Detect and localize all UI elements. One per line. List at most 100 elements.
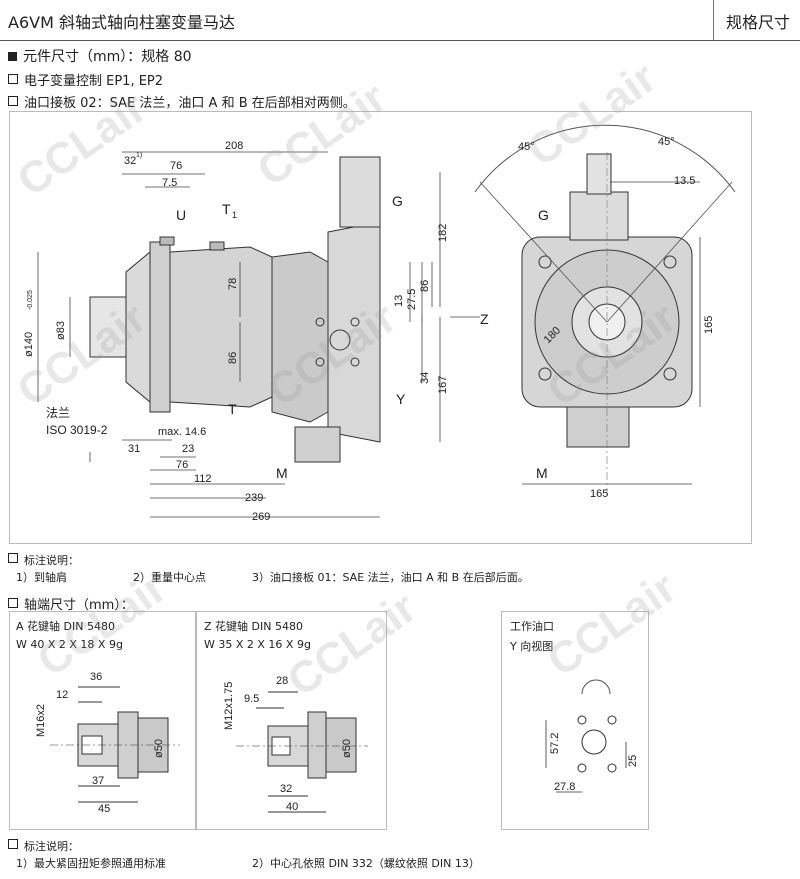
dim-32: 32 xyxy=(124,155,136,167)
header-divider xyxy=(713,0,714,40)
port-u xyxy=(159,236,175,246)
front-bolt-4 xyxy=(663,367,677,381)
port-bolt-2 xyxy=(350,357,360,367)
dim-112: 112 xyxy=(194,473,212,485)
shaft-z-dim-28: 28 xyxy=(276,675,288,687)
label-m1-side: M xyxy=(276,465,288,481)
port-plate xyxy=(327,221,381,443)
dim-83: ø83 xyxy=(55,321,67,340)
shaft-stub xyxy=(89,296,127,358)
label-g-side: G xyxy=(392,193,403,209)
dim-165-vertical: 165 xyxy=(703,316,715,334)
shaft-a-dim-37: 37 xyxy=(92,775,104,787)
dim-13: 13 xyxy=(393,295,405,307)
label-iso: ISO 3019-2 xyxy=(46,423,108,437)
line-port-plate-text: 油口接板 02：SAE 法兰，油口 A 和 B 在后部相对两侧。 xyxy=(24,96,356,111)
angle-45-left: 45° xyxy=(518,141,535,153)
front-bolt-3 xyxy=(538,367,552,381)
bullet-box xyxy=(8,74,18,84)
dim-32-sup: 1) xyxy=(136,152,142,159)
front-solenoid-top xyxy=(586,153,612,195)
label-t1: T xyxy=(222,201,231,217)
label-t1-sub: 1 xyxy=(232,210,237,220)
section-dimensions-text: 元件尺寸（mm）：规格 80 xyxy=(23,49,192,65)
housing-body xyxy=(169,246,273,408)
shaft-a-dim-45: 45 xyxy=(98,803,110,815)
front-bottom-block xyxy=(566,406,630,448)
dim-167: 167 xyxy=(437,376,449,394)
label-g-front: G xyxy=(538,207,549,223)
page-title: A6VM 斜轴式轴向柱塞变量马达 xyxy=(8,13,235,32)
dim-23: 23 xyxy=(182,443,194,455)
main-drawing-frame: 208 32 1) 76 7.5 U T 1 G 182 13 27.5 86 … xyxy=(9,111,752,544)
shaft-a-drawing: M16x2 36 12 ø50 37 45 xyxy=(35,671,180,815)
dim-27-5: 27.5 xyxy=(406,289,418,310)
shaft-z-dim-40: 40 xyxy=(286,801,298,813)
shaft-z-dim-9-5: 9.5 xyxy=(244,693,259,705)
shaft-a-spec: W 40 X 2 X 18 X 9g xyxy=(16,638,123,651)
angle-arc xyxy=(474,124,736,193)
dim-86-left: 86 xyxy=(227,352,239,364)
port-dim-27-8: 27.8 xyxy=(554,781,575,793)
port-bolt-3 xyxy=(315,317,325,327)
dim-13-5: 13.5 xyxy=(674,175,695,187)
flange-plate xyxy=(149,241,171,413)
note-1-2: 2）重量中心点 xyxy=(133,571,206,584)
note-2-1: 1）最大紧固扭矩参照通用标准 xyxy=(16,857,166,870)
port-a-circle xyxy=(329,329,351,351)
dim-269: 269 xyxy=(252,511,270,523)
dim-239: 239 xyxy=(245,492,263,504)
note-2-2: 2）中心孔依照 DIN 332（螺纹依照 DIN 13） xyxy=(252,857,480,870)
note-1-1: 1）到轴肩 xyxy=(16,571,67,584)
angle-45-right: 45° xyxy=(658,136,675,148)
dim-140-tol: -0.025 xyxy=(27,290,34,310)
shaft-z-dim-50: ø50 xyxy=(341,739,353,758)
shaft-a-dim-50: ø50 xyxy=(153,739,165,758)
bullet-filled xyxy=(8,52,17,61)
label-t2: T xyxy=(228,401,237,417)
line-control-text: 电子变量控制 EP1, EP2 xyxy=(24,74,164,89)
shaft-z-spec: W 35 X 2 X 16 X 9g xyxy=(204,638,311,651)
page-header: A6VM 斜轴式轴向柱塞变量马达 规格尺寸 xyxy=(0,0,800,41)
port-dim-25: 25 xyxy=(627,755,639,767)
dim-78: 78 xyxy=(227,278,239,290)
dim-max-14-6: max. 14.6 xyxy=(158,426,206,438)
dim-76-top: 76 xyxy=(170,160,182,172)
label-u: U xyxy=(176,207,186,223)
line-port-plate: 油口接板 02：SAE 法兰，油口 A 和 B 在后部相对两侧。 xyxy=(8,92,356,111)
bullet-box xyxy=(8,839,18,849)
front-solenoid xyxy=(569,191,629,241)
line-control: 电子变量控制 EP1, EP2 xyxy=(8,70,163,89)
dim-182: 182 xyxy=(437,224,449,242)
housing-rear xyxy=(271,251,329,423)
bullet-box xyxy=(8,96,18,106)
notes-2-title: 标注说明： xyxy=(8,838,79,854)
shaft-a-dim-12: 12 xyxy=(56,689,68,701)
label-flange: 法兰 xyxy=(46,406,70,420)
dim-7-5: 7.5 xyxy=(162,177,177,189)
shaft-a-thread: M16x2 xyxy=(35,704,47,737)
notes-2-title-text: 标注说明： xyxy=(24,840,79,853)
dim-86-right: 86 xyxy=(419,280,431,292)
dim-31: 31 xyxy=(128,443,140,455)
header-right-label: 规格尺寸 xyxy=(725,13,790,32)
control-block xyxy=(294,426,341,463)
working-port-drawing: 57.2 25 27.8 xyxy=(545,679,639,793)
shaft-z-dim-32: 32 xyxy=(280,783,292,795)
notes-1-title: 标注说明： xyxy=(8,552,79,568)
section-shaft-text: 轴端尺寸（mm）： xyxy=(24,598,134,613)
mounting-flange xyxy=(125,250,151,404)
dim-34: 34 xyxy=(419,372,431,384)
front-bolt-2 xyxy=(663,255,677,269)
dim-76-bottom: 76 xyxy=(176,459,188,471)
dim-208: 208 xyxy=(225,140,243,152)
port-bolt-4 xyxy=(315,357,325,367)
dim-140: ø140 xyxy=(23,332,35,357)
shaft-a-frame: A 花键轴 DIN 5480 W 40 X 2 X 18 X 9g M16x2 … xyxy=(9,611,197,830)
shaft-a-name: A 花键轴 DIN 5480 xyxy=(16,620,115,633)
label-z: Z xyxy=(480,311,489,327)
control-solenoid xyxy=(339,156,381,228)
shaft-z-name: Z 花键轴 DIN 5480 xyxy=(204,620,303,633)
section-dimensions: 元件尺寸（mm）：规格 80 xyxy=(8,46,192,66)
working-port-frame: 工作油口 Y 向视图 57.2 25 27.8 xyxy=(501,611,649,830)
